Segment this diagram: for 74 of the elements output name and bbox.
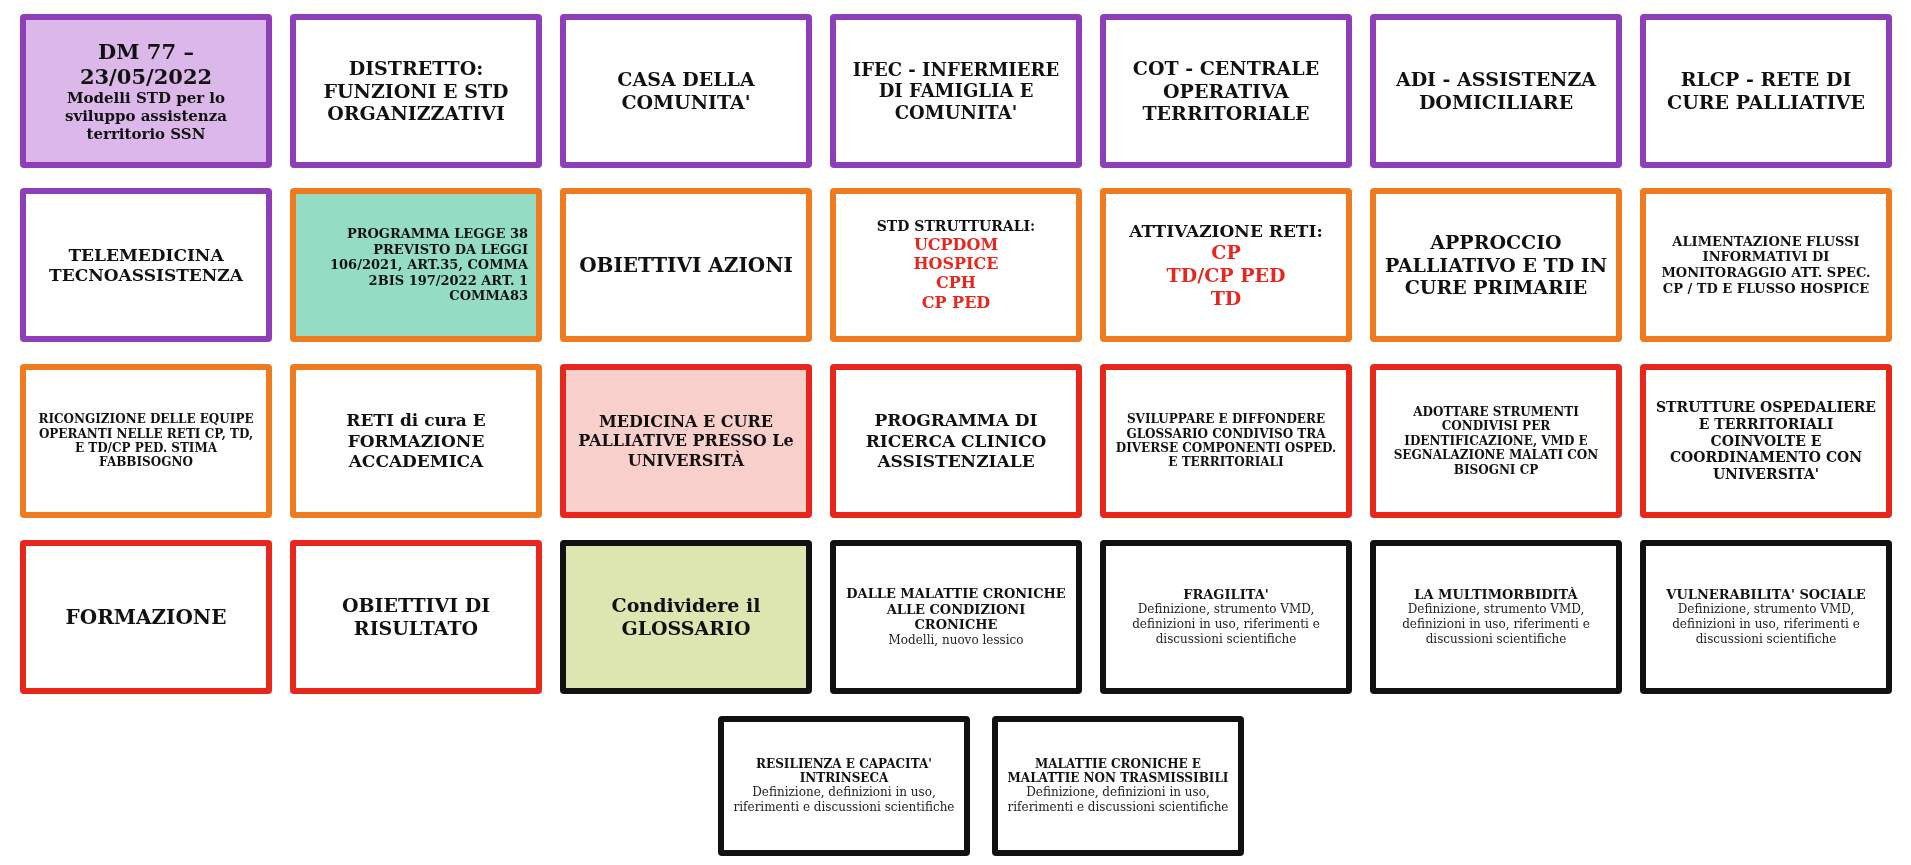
topic-box xyxy=(560,188,812,342)
box-title: TELEMEDICINA TECNOASSISTENZA xyxy=(48,244,244,286)
topic-box xyxy=(1370,540,1622,694)
box-title: SVILUPPARE E DIFFONDERE GLOSSARIO CONDIVISO TRA DIVERSE COMPONENTI OSPED. E TERRITORIALI xyxy=(1114,412,1338,470)
box-title: OBIETTIVI DI RISULTATO xyxy=(340,594,492,640)
topic-box xyxy=(1640,188,1892,342)
box-title: RETI di cura E FORMAZIONE ACCADEMICA xyxy=(345,410,487,472)
box-description: Definizione, strumento VMD, definizioni in uso, riferimenti e discussioni scientifiche xyxy=(1401,602,1591,648)
box-title: STRUTTURE OSPEDALIERE E TERRITORIALI COINVOLTE E COORDINAMENTO CON UNIVERSITA' xyxy=(1655,399,1877,483)
topic-box xyxy=(830,188,1082,342)
box-title: Condividere il GLOSSARIO xyxy=(610,594,762,640)
list-item: TD xyxy=(1210,286,1242,310)
list-item: HOSPICE xyxy=(913,254,999,274)
list-item: UCPDOM xyxy=(913,235,999,255)
box-title: MEDICINA E CURE PALLIATIVE PRESSO Le UNIVERSITÀ xyxy=(577,412,795,470)
topic-box xyxy=(1100,188,1352,342)
topic-box xyxy=(1100,364,1352,518)
box-title: APPROCCIO PALLIATIVO E TD IN CURE PRIMARIE xyxy=(1384,230,1608,300)
topic-box xyxy=(290,14,542,168)
list-item: CP PED xyxy=(921,292,991,312)
topic-box xyxy=(1370,188,1622,342)
topic-box xyxy=(560,14,812,168)
box-description: Modelli, nuovo lessico xyxy=(888,632,1024,648)
box-title: IFEC - INFERMIERE DI FAMIGLIA E COMUNITA' xyxy=(851,58,1061,124)
topic-box xyxy=(1370,14,1622,168)
box-title: STD STRUTTURALI: xyxy=(876,218,1036,235)
box-title: COT - CENTRALE OPERATIVA TERRITORIALE xyxy=(1131,56,1321,126)
topic-box xyxy=(20,14,272,168)
box-title: MALATTIE CRONICHE E MALATTIE NON TRASMISSIBILI xyxy=(1006,756,1230,786)
box-title: PROGRAMMA LEGGE 38 PREVISTO DA LEGGI 106/2021, ART.35, COMMA 2BIS 197/2022 ART. 1 COMMA83 xyxy=(329,226,528,304)
box-title: CASA DELLA COMUNITA' xyxy=(616,68,756,114)
box-description: Definizione, definizioni in uso, riferimenti e discussioni scientifiche xyxy=(732,785,956,816)
box-title: ADOTTARE STRUMENTI CONDIVISI PER IDENTIFICAZIONE, VMD E SEGNALAZIONE MALATI CON BISOGNI CP xyxy=(1392,405,1600,477)
topic-box xyxy=(1100,540,1352,694)
box-title: ALIMENTAZIONE FLUSSI INFORMATIVI DI MONITORAGGIO ATT. SPEC. CP / TD E FLUSSO HOSPICE xyxy=(1660,233,1872,297)
box-title: DALLE MALATTIE CRONICHE ALLE CONDIZIONI CRONICHE xyxy=(845,586,1067,633)
topic-box xyxy=(718,716,970,856)
topic-box xyxy=(1370,364,1622,518)
topic-box xyxy=(20,540,272,694)
topic-box xyxy=(830,14,1082,168)
list-item: TD/CP PED xyxy=(1166,263,1286,287)
topic-box xyxy=(830,540,1082,694)
box-title: RLCP - RETE DI CURE PALLIATIVE xyxy=(1666,68,1866,114)
box-title: LA MULTIMORBIDITÀ xyxy=(1414,586,1578,603)
box-title: OBIETTIVI AZIONI xyxy=(579,253,793,277)
topic-box xyxy=(290,364,542,518)
box-subtitle: Modelli STD per lo sviluppo assistenza territorio SSN xyxy=(63,89,228,144)
box-title: DISTRETTO: FUNZIONI E STD ORGANIZZATIVI xyxy=(322,56,510,126)
topic-box xyxy=(830,364,1082,518)
list-item: CP xyxy=(1211,241,1241,264)
topic-box xyxy=(20,364,272,518)
box-title: RESILIENZA E CAPACITA' INTRINSECA xyxy=(755,756,933,786)
box-description: Definizione, strumento VMD, definizioni in uso, riferimenti e discussioni scientifiche xyxy=(1671,602,1861,648)
topic-box xyxy=(1100,14,1352,168)
list-item: CPH xyxy=(936,273,976,293)
box-title: ADI - ASSISTENZA DOMICILIARE xyxy=(1394,68,1598,114)
box-title: RICONGIZIONE DELLE EQUIPE OPERANTI NELLE RETI CP, TD, E TD/CP PED. STIMA FABBISOGNO xyxy=(37,412,255,470)
topic-box xyxy=(1640,14,1892,168)
box-title: VULNERABILITA' SOCIALE xyxy=(1666,586,1866,603)
box-title: ATTIVAZIONE RETI: xyxy=(1129,220,1323,241)
topic-box xyxy=(290,540,542,694)
box-description: Definizione, strumento VMD, definizioni in uso, riferimenti e discussioni scientifiche xyxy=(1131,602,1321,648)
topic-box xyxy=(20,188,272,342)
topic-box xyxy=(290,188,542,342)
topic-box xyxy=(1640,364,1892,518)
box-title: PROGRAMMA DI RICERCA CLINICO ASSISTENZIALE xyxy=(864,410,1048,472)
topic-box xyxy=(992,716,1244,856)
topic-box xyxy=(560,364,812,518)
box-title: FORMAZIONE xyxy=(65,605,227,629)
box-description: Definizione, definizioni in uso, riferimenti e discussioni scientifiche xyxy=(1006,785,1230,816)
box-title: DM 77 – 23/05/2022 xyxy=(78,38,214,90)
box-title: FRAGILITA' xyxy=(1183,586,1269,603)
topic-box xyxy=(1640,540,1892,694)
topic-box xyxy=(560,540,812,694)
